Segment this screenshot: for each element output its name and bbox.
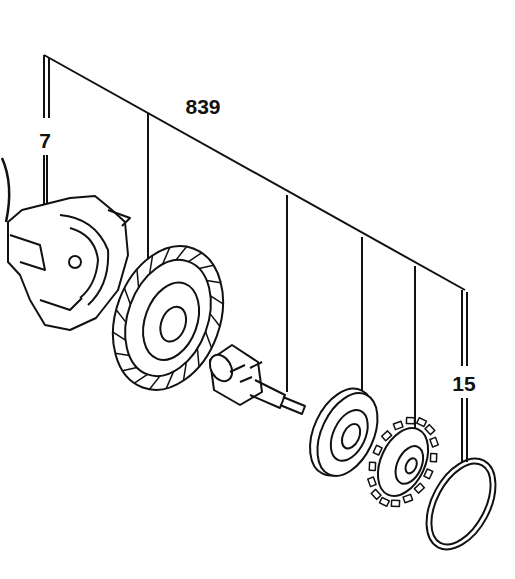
fan-blade — [207, 278, 221, 285]
fan-blade — [166, 371, 173, 388]
gear-tooth — [414, 483, 424, 493]
gear-tooth — [403, 494, 413, 502]
fan-blade — [146, 255, 156, 273]
fan-blade — [201, 332, 216, 348]
fan-blade — [163, 247, 170, 264]
callout-number: 839 — [184, 96, 221, 117]
fan-blade — [120, 288, 135, 304]
fan-blade — [134, 371, 147, 386]
fan-baffle — [8, 196, 130, 330]
ball-bearing — [297, 378, 390, 487]
gear-tooth — [424, 469, 433, 479]
gear-tooth — [382, 431, 392, 441]
fan-blade — [180, 362, 190, 380]
gear-tooth — [417, 418, 427, 427]
adjacent-part — [2, 158, 9, 222]
gear-tooth — [406, 417, 414, 423]
fan-blade — [123, 363, 137, 375]
gear-tooth — [425, 425, 435, 435]
gear-tooth — [391, 500, 399, 506]
gear-tooth — [393, 421, 403, 429]
callout-number: 15 — [451, 373, 476, 394]
fan-blade — [199, 261, 213, 273]
gear-tooth — [430, 454, 436, 462]
group-bracket — [44, 55, 467, 462]
fan-blade — [207, 314, 223, 327]
gear-tooth — [373, 445, 382, 455]
retaining-ring — [412, 447, 509, 561]
fan-blade — [131, 269, 144, 287]
fan-blade — [176, 245, 187, 262]
fan — [94, 231, 242, 406]
gear-tooth — [380, 497, 390, 506]
fan-blade — [189, 250, 202, 265]
gear-tooth — [368, 477, 376, 487]
fan-blade — [113, 310, 129, 323]
gear-tooth — [371, 489, 381, 499]
fan-blade — [115, 351, 129, 358]
gear-tooth — [369, 462, 375, 470]
shaft — [205, 345, 305, 414]
fan-blade — [192, 348, 205, 366]
fan-blade — [209, 296, 224, 304]
fan-blade — [150, 374, 161, 391]
fan-blade — [112, 332, 127, 340]
callout-number: 7 — [38, 130, 52, 151]
gear-tooth — [430, 437, 438, 447]
